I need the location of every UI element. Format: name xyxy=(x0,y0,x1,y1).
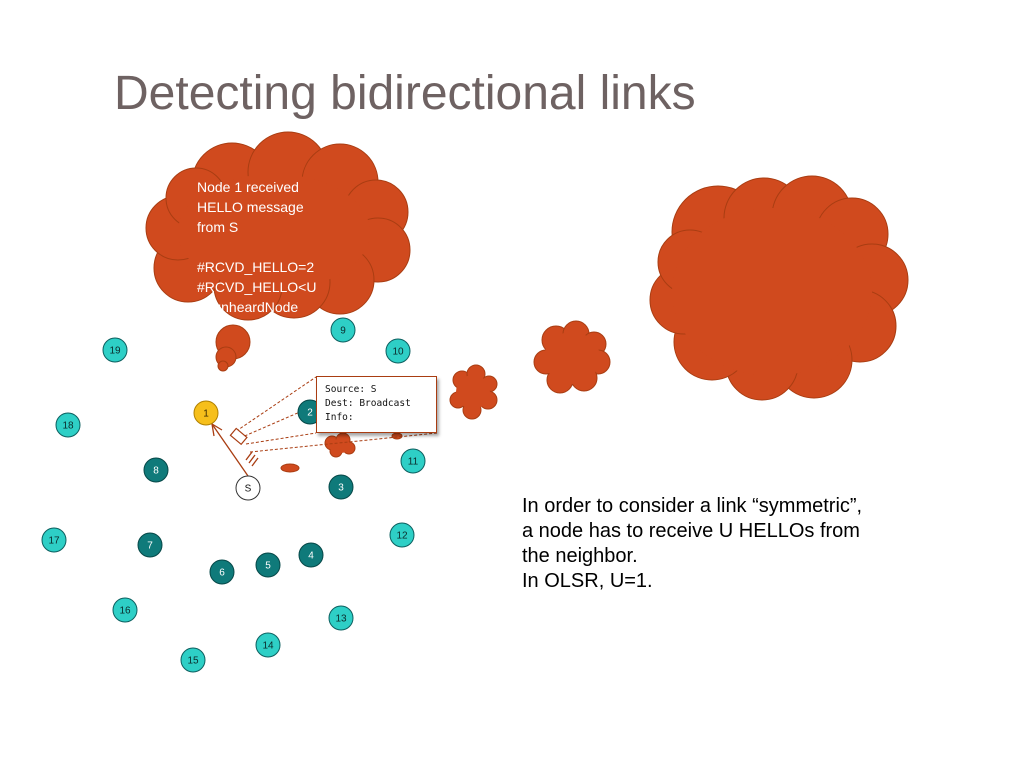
node-circle xyxy=(209,559,235,585)
node-circle xyxy=(255,552,281,578)
node-circle xyxy=(41,527,67,553)
node-circle xyxy=(298,542,324,568)
node-label: 15 xyxy=(187,656,199,667)
node-circle xyxy=(328,605,354,631)
packet-icon xyxy=(229,427,248,446)
node-circle xyxy=(112,597,138,623)
node-label: S xyxy=(245,484,252,495)
node-9: 9 xyxy=(330,317,356,343)
hello-arrow xyxy=(211,422,259,477)
node-18: 18 xyxy=(55,412,81,438)
caption-line: In order to consider a link “symmetric”, xyxy=(522,495,863,517)
node-15: 15 xyxy=(180,647,206,673)
thought-trail-bubble xyxy=(217,360,229,372)
node-12: 12 xyxy=(389,522,415,548)
bubble-line: #RCVD_HELLO=2 xyxy=(197,259,315,275)
node-label: 2 xyxy=(307,408,313,419)
node-label: 10 xyxy=(392,347,404,358)
node-label: 14 xyxy=(262,641,274,652)
bubble-line: #RCVD_HELLO<U xyxy=(197,279,317,295)
node-circle xyxy=(328,474,354,500)
small-cloud xyxy=(449,364,498,420)
node-label: 11 xyxy=(408,457,419,468)
caption-line: a node has to receive U HELLOs from xyxy=(522,520,860,542)
thought-bubble-text: Node 1 received HELLO message from S #RC… xyxy=(197,177,367,317)
node-6: 6 xyxy=(209,559,235,585)
node-label: 7 xyxy=(147,541,153,552)
node-circle xyxy=(330,317,356,343)
node-label: 4 xyxy=(308,551,314,562)
large-cloud xyxy=(649,175,909,401)
node-circle xyxy=(235,475,261,501)
bubble-line: from S xyxy=(197,219,239,235)
packet-zoom-lines xyxy=(231,376,438,453)
packet-info: Info: xyxy=(325,412,354,423)
node-s: S xyxy=(235,475,261,501)
caption-text: In order to consider a link “symmetric”,… xyxy=(522,494,992,594)
node-8: 8 xyxy=(143,457,169,483)
node-13: 13 xyxy=(328,605,354,631)
clouds-layer xyxy=(145,131,909,473)
caption-line: In OLSR, U=1. xyxy=(522,570,653,592)
node-circle xyxy=(193,400,219,426)
node-label: 16 xyxy=(119,606,131,617)
node-circle xyxy=(143,457,169,483)
node-14: 14 xyxy=(255,632,281,658)
node-label: 19 xyxy=(109,346,121,357)
node-label: 6 xyxy=(219,568,225,579)
bubble-line xyxy=(197,237,367,257)
node-label: 1 xyxy=(203,409,209,420)
node-3: 3 xyxy=(328,474,354,500)
node-11: 11 xyxy=(400,448,426,474)
node-circle xyxy=(385,338,411,364)
thought-bubble-cloud xyxy=(145,131,411,321)
node-label: 9 xyxy=(340,326,346,337)
packet-dest: Dest: Broadcast xyxy=(325,398,411,409)
slide-title: Detecting bidirectional links xyxy=(114,67,696,120)
node-10: 10 xyxy=(385,338,411,364)
bubble-line: Node 1 received xyxy=(197,179,299,195)
node-label: 3 xyxy=(338,483,344,494)
caption-line: the neighbor. xyxy=(522,545,638,567)
node-7: 7 xyxy=(137,532,163,558)
node-circle xyxy=(180,647,206,673)
node-4: 4 xyxy=(298,542,324,568)
node-circle xyxy=(102,337,128,363)
tiny-cloud xyxy=(324,432,356,458)
node-circle xyxy=(389,522,415,548)
node-16: 16 xyxy=(112,597,138,623)
node-5: 5 xyxy=(255,552,281,578)
medium-cloud xyxy=(533,320,611,394)
node-circle xyxy=(137,532,163,558)
node-label: 13 xyxy=(335,614,347,625)
node-circle xyxy=(55,412,81,438)
bubble-line: HELLO message xyxy=(197,199,304,215)
packet-detail-box: Source: S Dest: Broadcast Info: xyxy=(316,376,437,433)
node-label: 18 xyxy=(62,421,74,432)
node-17: 17 xyxy=(41,527,67,553)
node-label: 17 xyxy=(48,536,60,547)
bubble-line: =>unheardNode xyxy=(197,299,299,315)
node-circle xyxy=(400,448,426,474)
node-label: 8 xyxy=(153,466,159,477)
node-label: 5 xyxy=(265,561,271,572)
node-label: 12 xyxy=(396,531,408,542)
cloud-blob xyxy=(391,432,403,440)
packet-source: Source: S xyxy=(325,384,377,395)
node-19: 19 xyxy=(102,337,128,363)
cloud-blob xyxy=(280,463,300,473)
node-circle xyxy=(255,632,281,658)
node-1: 1 xyxy=(193,400,219,426)
